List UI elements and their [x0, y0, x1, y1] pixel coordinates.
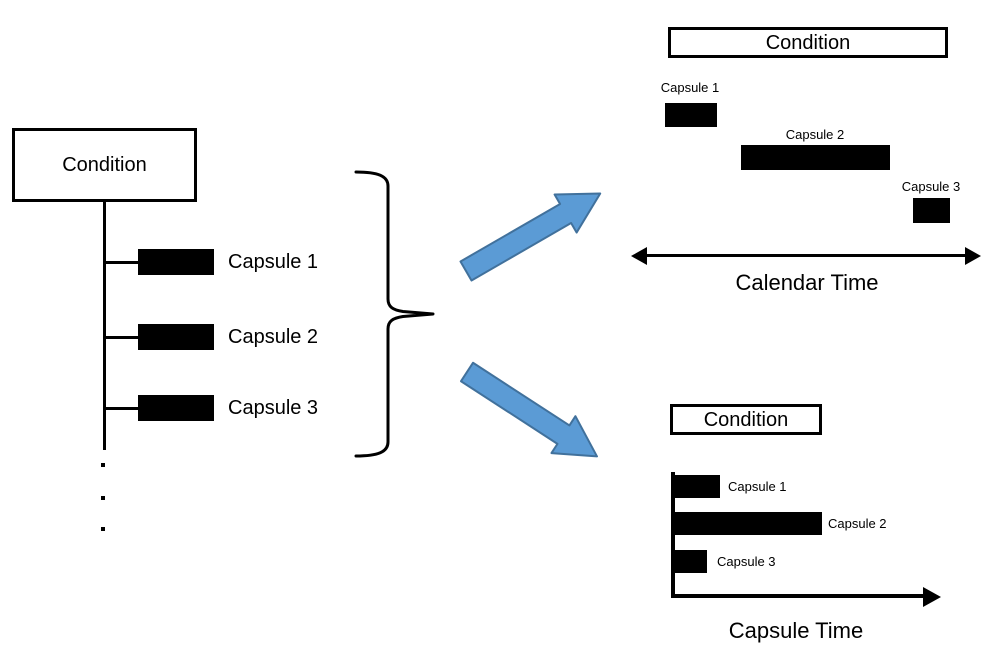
tree-connector-line [104, 407, 138, 410]
capsule-1-label-calendar: Capsule 1 [660, 80, 720, 95]
arrowhead-left-icon [631, 247, 647, 265]
capsule-3-bar-calendar [913, 198, 950, 223]
capsule-3-bar-left [138, 395, 214, 421]
condition-label-capsule: Condition [703, 408, 789, 431]
ellipsis-dot [101, 463, 105, 467]
calendar-time-axis-label: Calendar Time [735, 270, 879, 295]
capsule-2-bar-capsule-time [675, 512, 822, 535]
condition-box-capsule: Condition [670, 404, 822, 435]
condition-label-calendar: Condition [765, 31, 851, 54]
capsule-3-bar-capsule-time [675, 550, 707, 573]
ellipsis-dot [101, 527, 105, 531]
tree-connector-line [104, 336, 138, 339]
capsule-1-label-capsule-time: Capsule 1 [728, 479, 787, 494]
capsule-1-bar-capsule-time [675, 475, 720, 498]
tree-connector-line [104, 261, 138, 264]
capsule-2-bar-left [138, 324, 214, 350]
arrowhead-right-icon [923, 587, 941, 607]
capsule-3-label-left: Capsule 3 [228, 397, 319, 419]
calendar-time-axis-line [645, 254, 967, 257]
curly-brace [354, 170, 435, 458]
capsule-time-x-axis-line [671, 594, 925, 598]
ellipsis-dot [101, 496, 105, 500]
capsule-2-label-calendar: Capsule 2 [785, 127, 845, 142]
arrow-to-calendar-chart [459, 192, 602, 282]
capsule-2-bar-calendar [741, 145, 890, 170]
condition-box-left: Condition [12, 128, 197, 202]
arrowhead-right-icon [965, 247, 981, 265]
capsule-time-y-axis-line [671, 472, 675, 598]
capsule-1-bar-left [138, 249, 214, 275]
capsule-1-label-left: Capsule 1 [228, 251, 319, 273]
tree-vertical-line [103, 199, 106, 450]
condition-label-left: Condition [62, 154, 147, 176]
capsule-3-label-capsule-time: Capsule 3 [717, 554, 776, 569]
capsule-time-axis-label: Capsule Time [728, 618, 864, 643]
arrow-to-capsule-chart [460, 361, 598, 458]
capsule-3-label-calendar: Capsule 3 [901, 179, 961, 194]
capsule-2-label-capsule-time: Capsule 2 [828, 516, 887, 531]
capsule-2-label-left: Capsule 2 [228, 326, 319, 348]
condition-box-calendar: Condition [668, 27, 948, 58]
capsule-1-bar-calendar [665, 103, 717, 127]
